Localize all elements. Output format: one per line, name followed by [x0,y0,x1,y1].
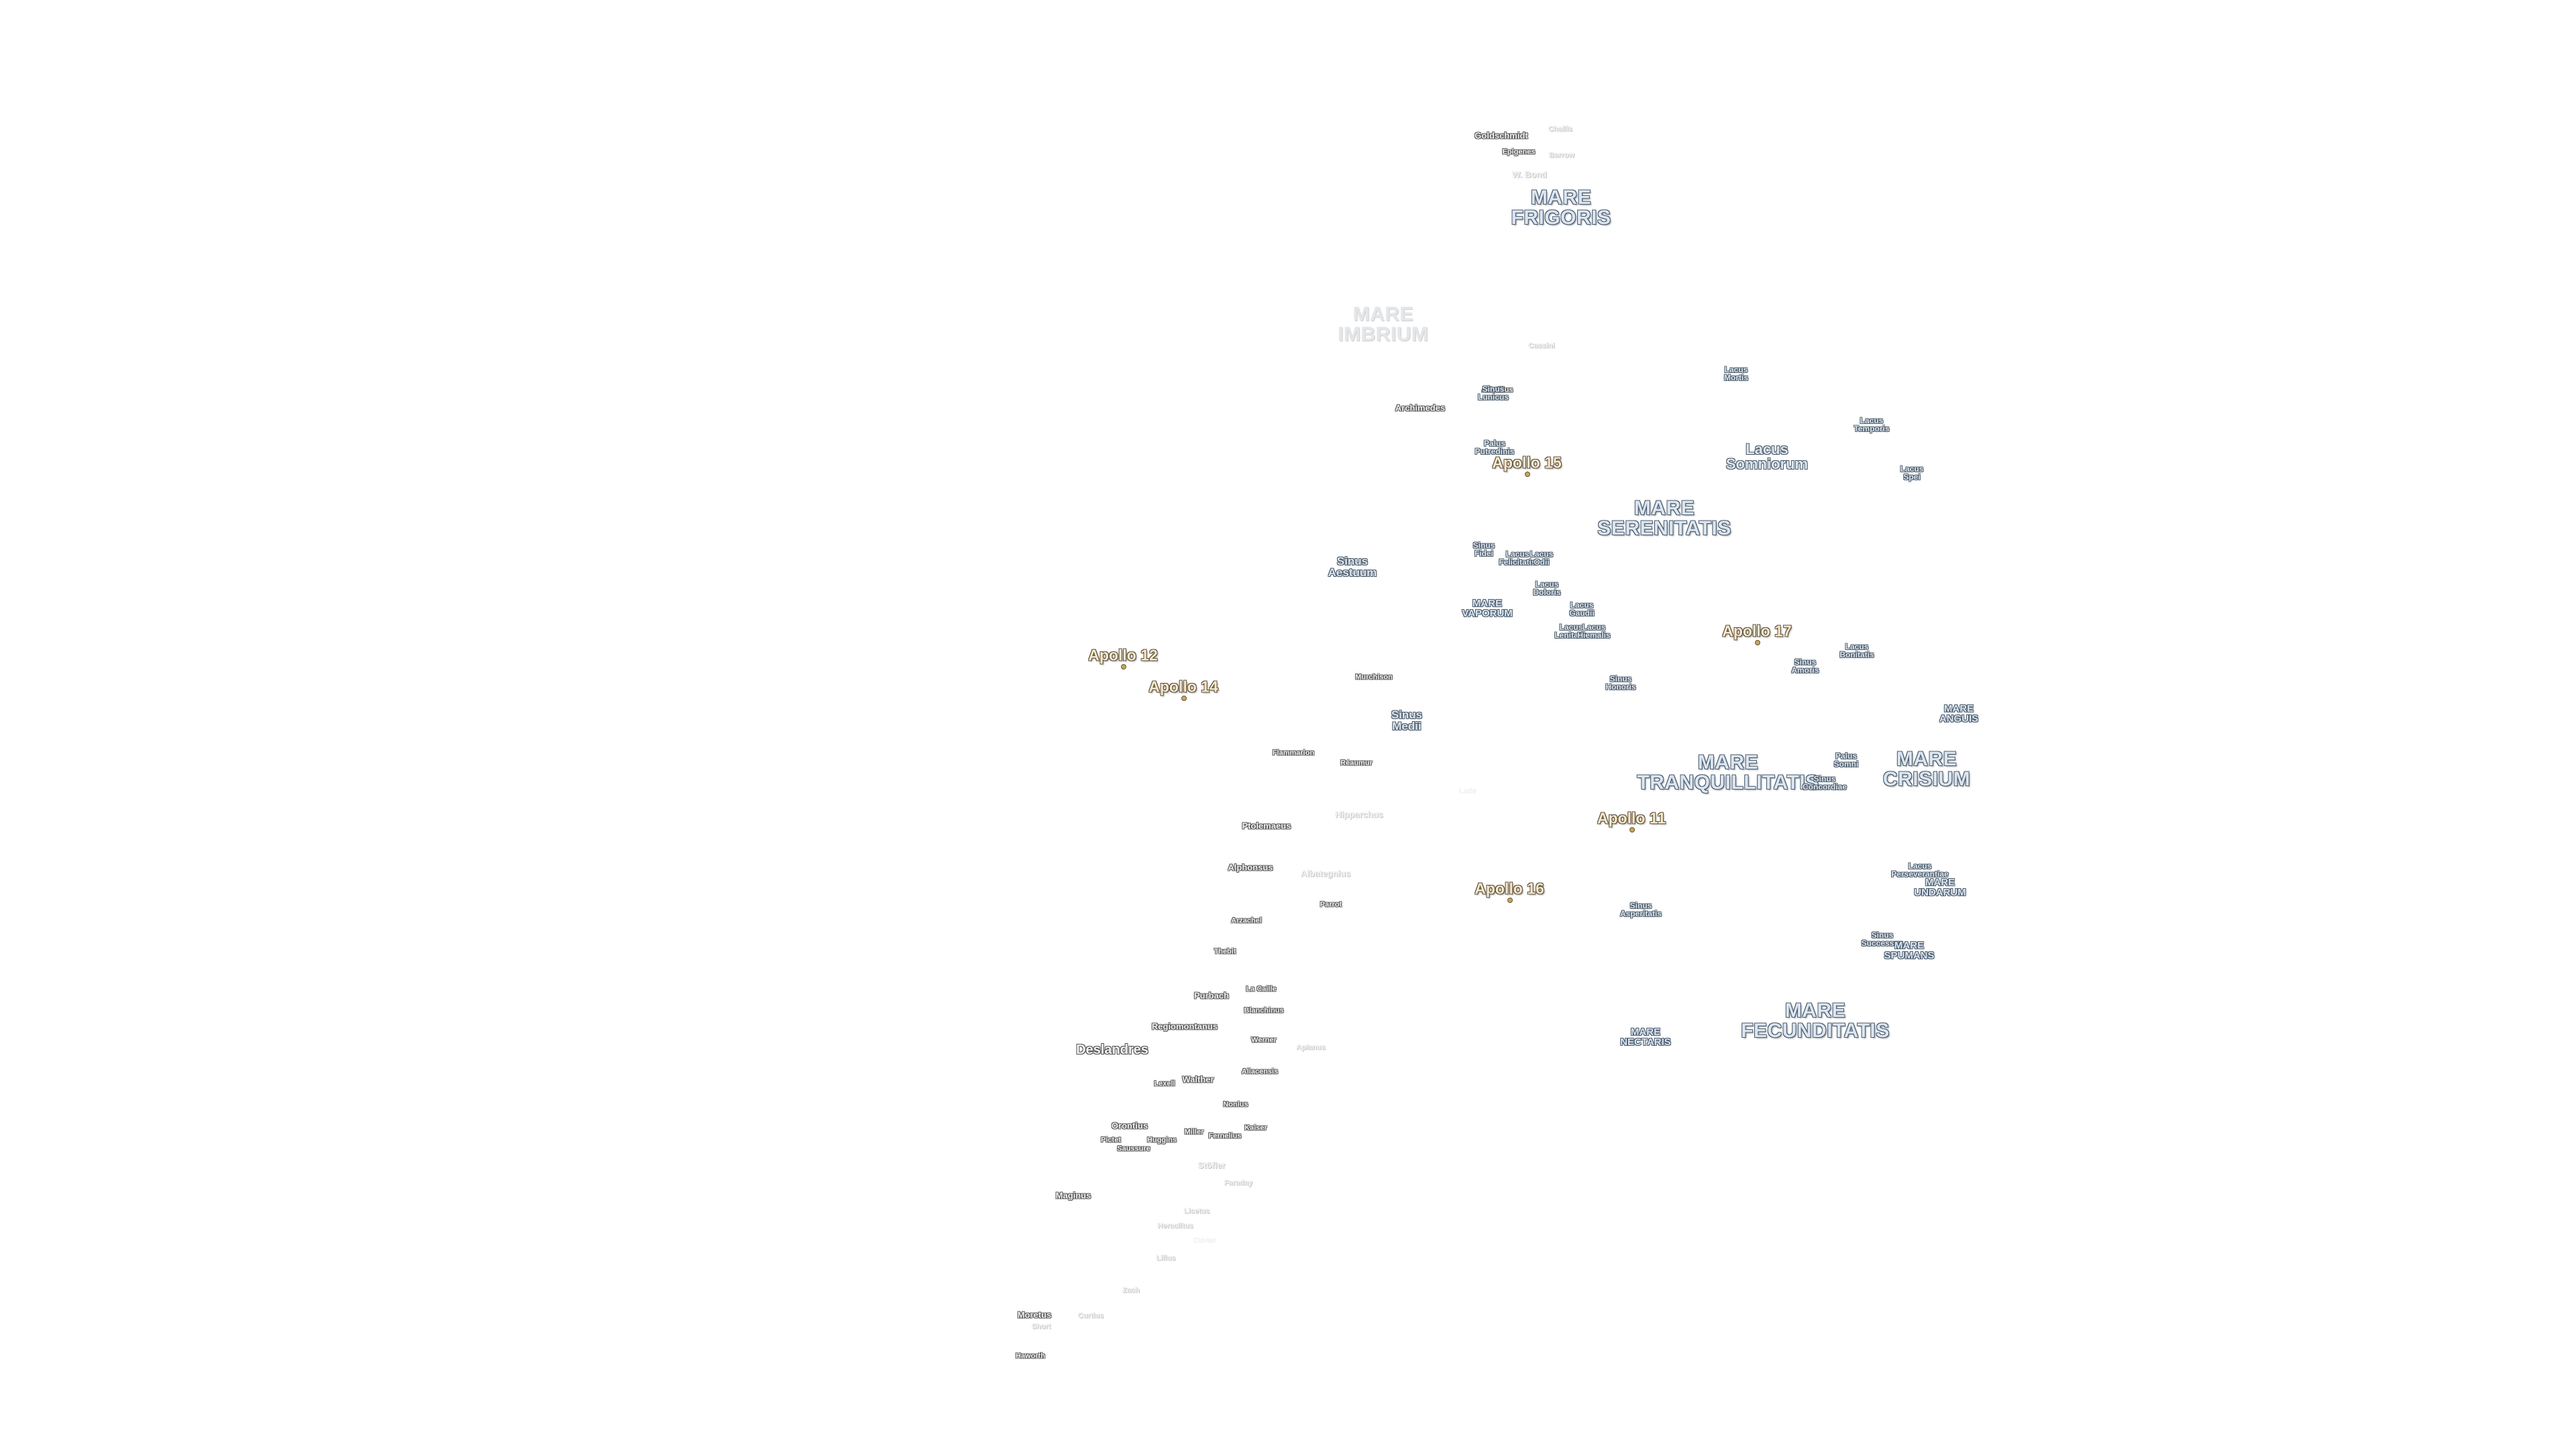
label-licetus[interactable]: Licetus [1183,1207,1210,1216]
label-palus-putredinis[interactable]: Palus Putredinis [1474,439,1515,456]
label-zach[interactable]: Zach [1122,1286,1140,1295]
label-saussure[interactable]: Saussure [1117,1144,1150,1153]
label-sinus-asperitatis[interactable]: Sinus Asperitatis [1619,901,1662,918]
label-mare-crisium[interactable]: MARE CRISIUM [1882,748,1971,790]
label-regiomontanus[interactable]: Regiomontanus [1151,1021,1218,1032]
label-mare-serenitatis[interactable]: MARE SERENITATIS [1597,497,1731,539]
label-sinus-fidei[interactable]: Sinus Fidei [1472,541,1495,558]
label-mare-fecunditatis[interactable]: MARE FECUNDITATIS [1741,1000,1890,1042]
label-faraday[interactable]: Faraday [1224,1179,1253,1187]
label-deslandres[interactable]: Deslandres [1076,1042,1148,1057]
label-moretus[interactable]: Moretus [1017,1309,1052,1320]
label-goldschmidt[interactable]: Goldschmidt [1474,130,1528,141]
label-apollo-17[interactable]: Apollo 17 [1722,622,1792,640]
label-cassini[interactable]: Cassini [1528,341,1555,350]
label-lexell[interactable]: Lexell [1154,1079,1175,1088]
label-parrot[interactable]: Parrot [1320,900,1342,909]
label-lacus-gaudii[interactable]: Lacus Gaudii [1569,600,1595,618]
label-werner[interactable]: Werner [1251,1036,1277,1044]
label-challis[interactable]: Challis [1548,125,1573,133]
label-lacus-somniorum[interactable]: Lacus Somniorum [1725,441,1809,472]
apollo-15-site-marker[interactable] [1525,472,1530,477]
label-la-caille[interactable]: La Caille [1246,985,1277,994]
label-sinus-amoris[interactable]: Sinus Amoris [1791,657,1819,675]
label-alphonsus[interactable]: Alphonsus [1228,862,1273,873]
apollo-16-site-marker[interactable] [1507,898,1513,903]
label-arzachel[interactable]: Arzachel [1231,916,1262,925]
label-lade[interactable]: Lade [1459,787,1477,796]
label-lilius[interactable]: Lilius [1156,1254,1176,1263]
label-walther[interactable]: Walther [1182,1074,1214,1085]
label-apianus[interactable]: Apianus [1296,1043,1326,1052]
label-haworth[interactable]: Haworth [1016,1352,1045,1360]
label-lacus-temporis[interactable]: Lacus Temporis [1854,416,1890,433]
label-mare-undarum[interactable]: MARE UNDARUM [1914,877,1966,898]
label-lacus-bonitatis[interactable]: Lacus Bonitatis [1839,642,1874,659]
label-thebit[interactable]: Thebit [1214,947,1236,956]
label-lacus-felicitatis[interactable]: Lacus Felicitatis [1499,549,1536,567]
label-murchison[interactable]: Murchison [1355,673,1393,682]
apollo-17-site-marker[interactable] [1755,640,1760,645]
apollo-12-site-marker[interactable] [1121,664,1126,669]
label-hipparchus[interactable]: Hipparchus [1335,809,1383,820]
label-mare-frigoris[interactable]: MARE FRIGORIS [1511,186,1611,229]
label-barrow[interactable]: Barrow [1549,151,1574,160]
label-lacus-lenitatis[interactable]: Lacus Lenitatis [1554,623,1588,640]
label-short[interactable]: Short [1031,1322,1051,1331]
label-archimedes[interactable]: Archimedes [1395,402,1446,413]
label-purbach[interactable]: Purbach [1193,990,1230,1001]
label-ptolemaeus[interactable]: Ptolemaeus [1242,820,1291,831]
label-aristillus[interactable]: Aristillus [1481,386,1513,394]
label-apollo-12[interactable]: Apollo 12 [1088,646,1158,664]
label-lacus-perseverantiae[interactable]: Lacus Perseverantiae [1891,861,1949,879]
label-orontius[interactable]: Orontius [1111,1120,1148,1131]
label-maginus[interactable]: Maginus [1055,1190,1091,1201]
label-mare-tranquillitatis[interactable]: MARE TRANQUILLITATIS [1637,751,1819,794]
label-miller[interactable]: Miller [1184,1128,1204,1136]
label-cuvier[interactable]: Cuvier [1193,1236,1217,1245]
label-lacus-spei[interactable]: Lacus Spei [1900,464,1924,482]
label-sinus-successus[interactable]: Sinus Successus [1861,930,1904,948]
label-fernelius[interactable]: Fernelius [1208,1132,1242,1140]
label-flammarion[interactable]: Flammarion [1272,749,1315,757]
label-mare-nectaris[interactable]: MARE NECTARIS [1620,1026,1671,1048]
label-apollo-14[interactable]: Apollo 14 [1148,678,1218,696]
label-apollo-15[interactable]: Apollo 15 [1492,453,1562,472]
label-albategnius[interactable]: Albategnius [1300,868,1351,879]
label-sinus-lunicus[interactable]: Sinus Lunicus [1477,384,1509,402]
label-mare-imbrium[interactable]: MARE IMBRIUM [1338,303,1429,345]
label-lacus-hiemalis[interactable]: Lacus Hiemalis [1577,623,1611,640]
label-nonius[interactable]: Nonius [1223,1100,1248,1109]
label-blanchinus[interactable]: Blanchinus [1244,1006,1284,1015]
label-sinus-concordiae[interactable]: Sinus Concordiae [1802,774,1847,792]
label-lacus-mortis[interactable]: Lacus Mortis [1724,365,1748,382]
label-aliacensis[interactable]: Aliacensis [1241,1067,1279,1076]
label-sinus-aestuum[interactable]: Sinus Aestuum [1328,555,1377,579]
label-stofler[interactable]: Stöfler [1197,1160,1226,1171]
apollo-11-site-marker[interactable] [1629,827,1635,833]
label-sinus-medii[interactable]: Sinus Medii [1391,708,1423,733]
label-curtius[interactable]: Curtius [1077,1311,1104,1320]
label-mare-vaporum[interactable]: MARE VAPORUM [1462,598,1513,619]
label-reaumur[interactable]: Réaumur [1340,759,1373,767]
label-w-bond[interactable]: W. Bond [1512,169,1547,180]
label-heraclitus[interactable]: Heraclitus [1157,1222,1193,1230]
label-pictet[interactable]: Pictet [1101,1136,1121,1144]
label-palus-somni[interactable]: Palus Somni [1833,751,1859,769]
label-apollo-16[interactable]: Apollo 16 [1474,879,1544,898]
label-huggins[interactable]: Huggins [1147,1136,1177,1144]
label-lacus-odii[interactable]: Lacus Odii [1529,549,1554,567]
label-mare-anguis[interactable]: MARE ANGUIS [1939,703,1979,724]
label-epigenes[interactable]: Epigenes [1502,148,1536,156]
label-kaiser[interactable]: Kaiser [1244,1124,1267,1132]
label-apollo-11[interactable]: Apollo 11 [1597,809,1666,827]
label-lacus-doloris[interactable]: Lacus Doloris [1533,580,1561,597]
label-sinus-honoris[interactable]: Sinus Honoris [1605,674,1636,692]
label-mare-spumans[interactable]: MARE SPUMANS [1884,940,1935,961]
apollo-14-site-marker[interactable] [1181,696,1187,701]
